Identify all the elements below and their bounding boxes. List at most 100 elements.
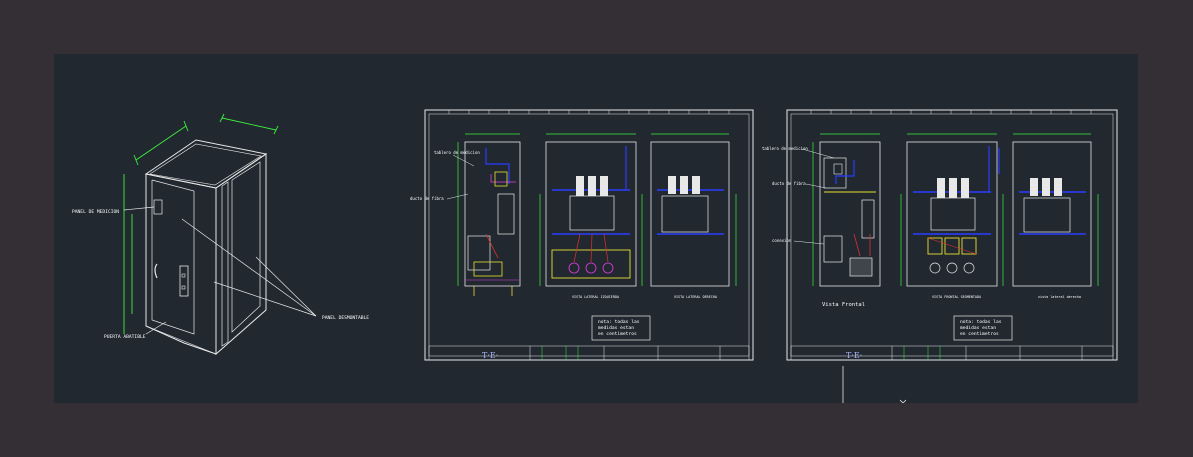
- measuring-window: [153, 199, 163, 215]
- sheet-1-label-ducto: ducto de fibra: [410, 196, 444, 201]
- sheet-1-view-right: [650, 133, 737, 287]
- front-view-red-2: [590, 233, 593, 263]
- dim-width-tick-a: [219, 113, 225, 123]
- s2-section-insulator-2: [949, 178, 957, 198]
- sheet-2-logo: T·E·: [846, 351, 862, 360]
- door-handle: [154, 263, 158, 279]
- s2-front-breaker: [861, 199, 875, 239]
- front-view-insulator-3: [600, 176, 608, 196]
- sheet-1-note-line-1: nota: todas las: [598, 319, 640, 325]
- sheet-1-label-vista-izq: VISTA LATERAL IZQUIERDA: [572, 295, 619, 299]
- cad-drawing: PANEL DE MEDICION PANEL DESMONTABLE PUER…: [72, 109, 1118, 403]
- sheet-2-note-line-2: medidas estan: [960, 325, 996, 331]
- side-view-red-wire: [485, 233, 499, 259]
- sheet-2-note-line-3: en centimetros: [960, 331, 999, 337]
- sheet-1-note-line-3: en centimetros: [598, 331, 637, 337]
- side-view-base: [473, 261, 503, 277]
- sheet-1-label-vista-der: VISTA LATERAL DERECHA: [674, 295, 717, 299]
- sheet-2-label-vista-frontal: Vista Frontal: [822, 302, 865, 308]
- dim-depth-tick-a: [133, 154, 139, 166]
- drawing-sheet-1: tablero de medicion ducto de fibra VISTA: [410, 109, 754, 361]
- s2-section-red-diag: [927, 237, 977, 255]
- sheet-1-note-box: [591, 315, 651, 341]
- dim-depth-tick-b: [183, 120, 189, 132]
- label-puerta-abatible: PUERTA ABATIBLE: [104, 334, 146, 340]
- sheet-2-label-tablero: tablero de medicion: [762, 146, 808, 151]
- s2-section-ct-1: [927, 237, 943, 255]
- cabinet-side-panel: [231, 161, 261, 333]
- front-view-ct-2: [585, 262, 597, 274]
- sheet-1-logo: T·E·: [482, 351, 498, 360]
- isometric-cabinet: [144, 139, 268, 356]
- sheet-2-label-ducto: ducto de fibra: [772, 181, 806, 186]
- side-view-frame: [464, 141, 521, 287]
- label-panel-desmontable: PANEL DESMONTABLE: [322, 315, 369, 321]
- s2-section-pt-3: [963, 262, 975, 274]
- cabinet-top-inner: [149, 143, 262, 186]
- sheet-2-note-box: [953, 315, 1013, 341]
- front-view-insulator-2: [588, 176, 596, 196]
- s2-section-frame: [906, 141, 998, 287]
- s2-front-transformer: [823, 235, 843, 263]
- lock-hole-1: [181, 273, 186, 278]
- leader-puerta: [145, 321, 167, 335]
- front-view-frame: [545, 141, 637, 287]
- label-panel-medicion: PANEL DE MEDICION: [72, 209, 119, 215]
- s2-section-insulator-3: [961, 178, 969, 198]
- s2-section-pt-2: [946, 262, 958, 274]
- front-view-breaker: [569, 195, 615, 231]
- side-view-yellow-box: [494, 171, 508, 187]
- sheet-2-label-vista-lateral: vista lateral derecha: [1038, 295, 1081, 299]
- lock-hole-2: [181, 285, 186, 290]
- right-view-insulator-2: [680, 176, 688, 194]
- s2-right-insulator-1: [1030, 178, 1038, 196]
- right-view-insulator-3: [692, 176, 700, 194]
- front-view-ct-1: [568, 262, 580, 274]
- isometric-dimensions: [123, 113, 279, 334]
- sheet-1-view-side: [457, 133, 521, 296]
- s2-section-pt-1: [929, 262, 941, 274]
- side-view-transformer: [467, 235, 491, 271]
- front-view-red-3: [603, 233, 609, 263]
- sheet-2-view-right: [998, 133, 1099, 287]
- sheet-1-leader-ducto: [446, 193, 469, 200]
- sheet-1-note-line-2: medidas estan: [598, 325, 634, 331]
- sheet-2-inner-border: [790, 113, 1114, 357]
- s2-right-frame: [1012, 141, 1092, 287]
- sheet-1-title-block: [428, 345, 750, 361]
- sheet-2-note-line-1: nota: todas las: [960, 319, 1002, 325]
- cabinet-side-post: [221, 181, 229, 347]
- isometric-leaders: [123, 206, 317, 335]
- sheet-2-label-conexion: conexion: [772, 238, 792, 243]
- s2-front-blue: [835, 160, 855, 184]
- leader-panel-medicion: [123, 206, 155, 211]
- sheet-1-view-front: [539, 133, 643, 287]
- s2-section-insulator-1: [937, 178, 945, 198]
- leader-desmontable-1: [181, 218, 317, 317]
- cabinet-front-face: [145, 173, 217, 355]
- s2-section-ct-3: [961, 237, 977, 255]
- sheet-1-border: [424, 109, 754, 361]
- cad-drawing-canvas[interactable]: PANEL DE MEDICION PANEL DESMONTABLE PUER…: [54, 54, 1138, 403]
- front-view-insulator-1: [576, 176, 584, 196]
- dim-width: [221, 117, 277, 131]
- front-view-tray: [551, 249, 631, 279]
- side-view-breaker: [497, 193, 515, 235]
- front-view-ct-3: [602, 262, 614, 274]
- right-view-frame: [650, 141, 730, 287]
- dim-width-tick-b: [273, 125, 279, 135]
- side-view-magenta: [490, 174, 516, 183]
- lock-plate: [179, 265, 189, 297]
- s2-section-ct-2: [944, 237, 960, 255]
- sheet-2-leader-ducto: [805, 183, 827, 189]
- cabinet-bottom-front: [145, 325, 217, 355]
- s2-front-base: [849, 257, 873, 277]
- sheet-1-label-tablero: tablero de medicion: [434, 150, 480, 155]
- crosshair-cursor-icon: [842, 366, 907, 403]
- drawing-sheet-2: tablero de medicion ducto de fibra conex…: [762, 109, 1118, 361]
- right-view-breaker: [661, 195, 709, 233]
- leader-desmontable-3: [255, 256, 317, 317]
- s2-right-insulator-3: [1054, 178, 1062, 196]
- sheet-2-border: [786, 109, 1118, 361]
- s2-front-frame: [819, 141, 881, 287]
